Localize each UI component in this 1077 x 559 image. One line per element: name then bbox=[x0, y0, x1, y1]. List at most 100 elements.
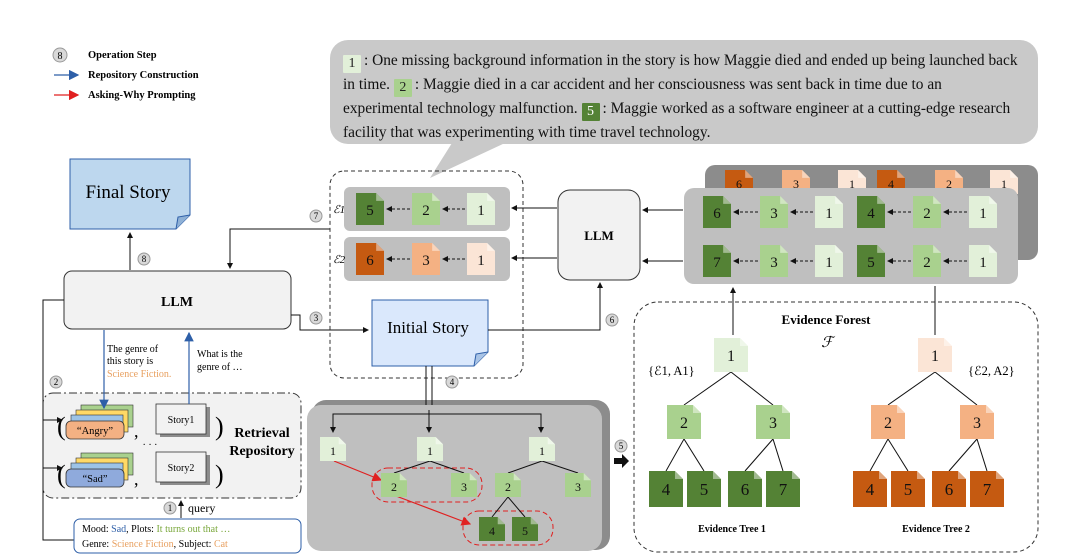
mid-l2-1-label: 3 bbox=[461, 480, 467, 494]
paren-open-1: ( bbox=[57, 412, 66, 441]
bubble-text-2: : Maggie died in a car accident and her … bbox=[343, 76, 942, 117]
red-arrow-2 bbox=[395, 495, 472, 526]
step-5-marker bbox=[614, 439, 628, 453]
story2-label: Story2 bbox=[168, 463, 195, 474]
tree1-edge-leaf-3 bbox=[772, 438, 784, 472]
stack-row2-a-node-0-label: 7 bbox=[713, 255, 721, 271]
genre-answer-line1: The genre of bbox=[107, 344, 159, 355]
tree2-mid-1-label: 3 bbox=[973, 415, 981, 432]
mid-edge-l3-0 bbox=[491, 496, 509, 518]
comma-1: , bbox=[134, 421, 139, 441]
step-8-label: 8 bbox=[142, 254, 147, 264]
step-6-label: 6 bbox=[610, 315, 615, 325]
mood-angry bbox=[65, 420, 125, 440]
bubble-text-3: : Maggie worked as a software engineer a… bbox=[343, 100, 1011, 141]
mid-tree-edges bbox=[393, 460, 579, 518]
tree2-leaf-0-label: 4 bbox=[866, 480, 875, 499]
tree1-leaf-1: 5 bbox=[687, 471, 721, 507]
tree2-leaf-1-label: 5 bbox=[904, 480, 913, 499]
chain-e1-nodes-node-0-label: 5 bbox=[366, 203, 374, 219]
tree2-leaf-0: 4 bbox=[853, 471, 887, 507]
paren-open-2: ( bbox=[57, 460, 66, 489]
tree1-mid-0-label: 2 bbox=[680, 415, 688, 432]
query-plots-key: , Plots: bbox=[126, 524, 156, 535]
initial-story-doc: Initial Story bbox=[371, 299, 489, 367]
stack-row1-a-node-1-label: 3 bbox=[770, 206, 778, 222]
tree1-edge-root-0 bbox=[683, 371, 732, 406]
query-genre-key: Genre: bbox=[82, 539, 112, 550]
legend-asking-label: Asking-Why Prompting bbox=[88, 90, 196, 101]
arrow-llm-to-initial bbox=[291, 314, 369, 333]
red-group-1 bbox=[371, 467, 483, 503]
stack-back-node-1-label: 3 bbox=[793, 177, 799, 191]
legend-step-label: Operation Step bbox=[88, 50, 157, 61]
stack-row1-a-node-0: 6 bbox=[703, 196, 731, 228]
forest-edges bbox=[665, 371, 988, 472]
stack-row2-b-node-1-label: 2 bbox=[923, 255, 931, 271]
red-arrow-1 bbox=[333, 460, 383, 482]
stack-row1-a-node-2: 1 bbox=[815, 196, 843, 228]
stack-row2-b-node-0-label: 5 bbox=[867, 255, 875, 271]
chain-e1-nodes-node-1: 2 bbox=[412, 193, 440, 225]
tree1-edge-leaf-2 bbox=[744, 438, 774, 472]
chain-e1-label: ℰ1 bbox=[333, 204, 345, 216]
tree2-mid-0-label: 2 bbox=[884, 415, 892, 432]
mood-angry-label: “Angry” bbox=[77, 426, 113, 437]
stack-row1-a-node-0-label: 6 bbox=[713, 206, 721, 222]
stack-row1-b-node-0-label: 4 bbox=[867, 206, 875, 222]
tree2-edge-leaf-2 bbox=[948, 438, 978, 472]
final-story-doc: Final Story bbox=[69, 158, 191, 230]
red-group-2 bbox=[462, 510, 554, 546]
chain-e2-nodes-node-2-label: 1 bbox=[477, 253, 485, 269]
step-1-marker bbox=[163, 501, 177, 515]
stack-row1-b-node-2-label: 1 bbox=[979, 206, 987, 222]
mid-l2-0: 2 bbox=[381, 473, 407, 497]
stack-row2-a-node-2: 1 bbox=[815, 245, 843, 277]
tree2-leaf-1: 5 bbox=[891, 471, 925, 507]
initial-story-label: Initial Story bbox=[387, 318, 469, 337]
evidence-forest-symbol: ℱ bbox=[821, 335, 836, 351]
arrow-initial-to-llm2 bbox=[488, 282, 603, 331]
mid-root-0-label: 1 bbox=[330, 444, 336, 458]
bubble-text-1: : One missing background information in … bbox=[343, 52, 1018, 93]
stack-row1-b-node-1-label: 2 bbox=[923, 206, 931, 222]
step-3-label: 3 bbox=[314, 313, 319, 323]
tree1-mid-1-label: 3 bbox=[769, 415, 777, 432]
mid-root-2-label: 1 bbox=[539, 444, 545, 458]
retrieval-title-1: Retrieval bbox=[234, 426, 289, 441]
stack-row2-b-node-1: 2 bbox=[913, 245, 941, 277]
stack-row2-a-node-1: 3 bbox=[760, 245, 788, 277]
genre-answer-value: Science Fiction. bbox=[107, 369, 171, 380]
bubble-chip-2: 2 bbox=[393, 79, 412, 97]
tree2-caption: Evidence Tree 2 bbox=[902, 524, 970, 535]
stack-front-panel bbox=[684, 188, 1018, 284]
legend-step-number: 8 bbox=[58, 51, 63, 62]
mood-sad bbox=[65, 468, 125, 488]
legend-repo-label: Repository Construction bbox=[88, 70, 199, 81]
stack-row2-a-node-1-label: 3 bbox=[770, 255, 778, 271]
branch-left bbox=[330, 410, 430, 433]
chain-e1-nodes-node-2: 1 bbox=[467, 193, 495, 225]
query-line2: Genre: Science Fiction, Subject: Cat bbox=[82, 539, 228, 550]
evidence-forest-container bbox=[633, 301, 1039, 553]
tree1-leaf-2: 6 bbox=[728, 471, 762, 507]
mid-root-1-label: 1 bbox=[427, 444, 433, 458]
step-5-arrow bbox=[614, 454, 629, 468]
query-subject-key: , Subject: bbox=[174, 539, 214, 550]
tree2-edge-leaf-3 bbox=[976, 438, 988, 472]
stack-row1-b-node-2: 1 bbox=[969, 196, 997, 228]
mid-l2-2: 2 bbox=[495, 473, 521, 497]
chain-e2-nodes-node-0: 6 bbox=[356, 243, 384, 275]
set1-label: {ℰ1, A1} bbox=[648, 364, 695, 378]
step-2-label: 2 bbox=[54, 377, 59, 387]
query-line1: Mood: Sad, Plots: It turns out that … bbox=[82, 524, 230, 535]
tree2-leaf-2-label: 6 bbox=[945, 480, 954, 499]
chain-e2-nodes-node-1: 3 bbox=[412, 243, 440, 275]
query-subject-value: Cat bbox=[214, 539, 228, 550]
paren-close-1: ) bbox=[215, 412, 224, 441]
story1-card bbox=[155, 403, 207, 435]
